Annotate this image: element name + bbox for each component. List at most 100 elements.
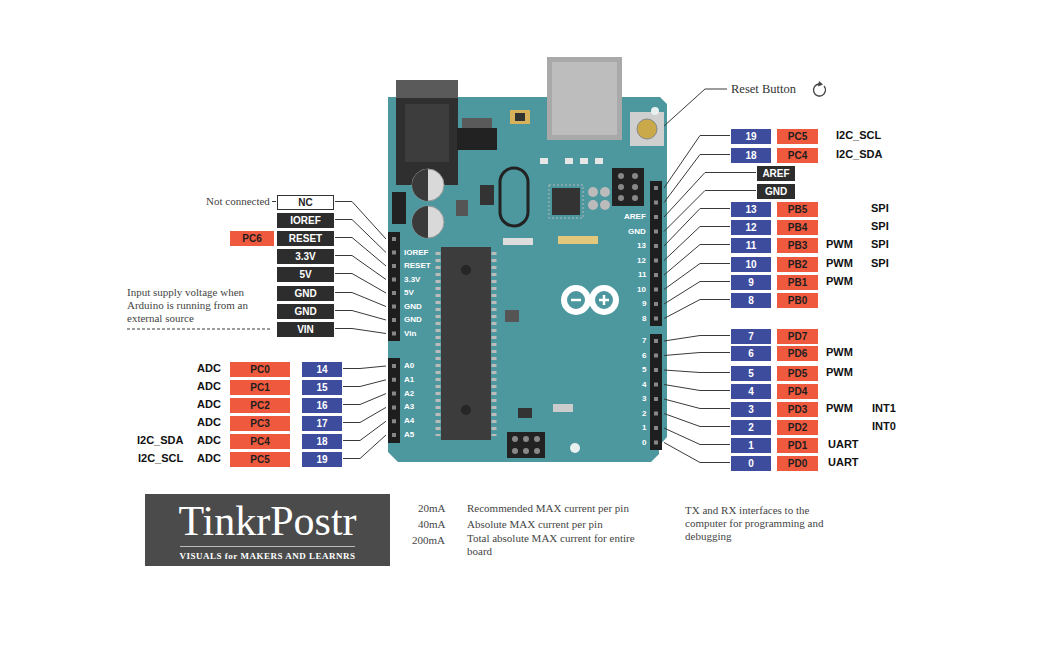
box-text: 3.3V xyxy=(295,250,316,263)
note-text: Total absolute MAX current for entire bo… xyxy=(467,532,657,558)
box-text: 15 xyxy=(316,381,327,394)
power-pin-box: GND xyxy=(277,286,334,301)
power-pin-box: VIN xyxy=(277,322,334,337)
callout-label: Reset Button xyxy=(731,82,796,97)
signal-name: I2C_SCL xyxy=(138,452,183,465)
box-text: PB3 xyxy=(788,239,807,252)
note-text: 20mA xyxy=(418,502,446,515)
note-text: Input supply voltage when Arduino is run… xyxy=(127,286,259,325)
box-text: 11 xyxy=(746,239,757,252)
logo-box: TinkrPostrVISUALS for MAKERS AND LEARNRS xyxy=(145,494,390,566)
power-pin-box: RESET xyxy=(277,231,334,246)
signal-name: SPI xyxy=(871,202,889,215)
pin-number-box: 3 xyxy=(731,402,771,417)
box-text: PD6 xyxy=(788,347,807,360)
box-text: 1 xyxy=(748,439,754,452)
box-text: 10 xyxy=(745,258,756,271)
box-text: PD1 xyxy=(788,439,807,452)
power-pin-box: AREF xyxy=(757,166,795,181)
pin-number-box: 10 xyxy=(731,257,771,272)
note-text: Not connected xyxy=(206,195,270,208)
port-pin-box: PD1 xyxy=(777,438,818,453)
signal-name: I2C_SCL xyxy=(836,129,881,142)
box-text: PB0 xyxy=(788,294,807,307)
note-text: TX and RX interfaces to the computer for… xyxy=(685,504,835,543)
silkscreen-label: 3 xyxy=(642,394,646,404)
pin-number-box: 4 xyxy=(731,384,771,399)
box-text: 19 xyxy=(316,453,327,466)
pin-number-box: 7 xyxy=(731,329,771,344)
signal-name: UART xyxy=(828,456,859,469)
box-text: 3 xyxy=(748,403,754,416)
silkscreen-label: 7 xyxy=(642,336,646,346)
pin-number-box: 5 xyxy=(731,366,771,381)
box-text: PD3 xyxy=(788,403,807,416)
box-text: PB2 xyxy=(788,258,807,271)
port-pin-box: PD3 xyxy=(777,402,818,417)
note-text: Absolute MAX current per pin xyxy=(467,518,603,531)
port-pin-box: PC4 xyxy=(230,434,290,449)
box-text: IOREF xyxy=(290,214,321,227)
silkscreen-label: 3.3V xyxy=(404,275,420,285)
silkscreen-label: A4 xyxy=(404,416,414,426)
silkscreen-label: A0 xyxy=(404,361,414,371)
signal-name: PWM xyxy=(826,402,853,415)
pin-number-box: 16 xyxy=(302,398,342,413)
box-text: 18 xyxy=(745,149,756,162)
silkscreen-label: 10 xyxy=(637,285,646,295)
note-text: Recommended MAX current per pin xyxy=(467,502,629,515)
port-pin-box: PC0 xyxy=(230,362,290,377)
pin-number-box: 11 xyxy=(731,238,771,253)
signal-name: ADC xyxy=(197,416,221,429)
box-text: 14 xyxy=(316,363,327,376)
port-pin-box: PB5 xyxy=(777,202,818,217)
box-text: PC1 xyxy=(250,381,269,394)
power-pin-box: GND xyxy=(277,304,334,319)
pin-number-box: 0 xyxy=(731,456,771,471)
silkscreen-label: 8 xyxy=(642,314,646,324)
box-text: GND xyxy=(294,305,316,318)
box-text: GND xyxy=(294,287,316,300)
pin-number-box: 13 xyxy=(731,202,771,217)
silkscreen-label: IOREF xyxy=(404,248,428,258)
silkscreen-label: 0 xyxy=(642,438,646,448)
silkscreen-label: 13 xyxy=(637,241,646,251)
silkscreen-label: GND xyxy=(628,227,646,237)
port-pin-box: PD4 xyxy=(777,384,818,399)
box-text: 16 xyxy=(316,399,327,412)
signal-name: INT0 xyxy=(872,420,896,433)
signal-name: PWM xyxy=(826,257,853,270)
signal-name: I2C_SDA xyxy=(836,148,882,161)
signal-name: PWM xyxy=(826,366,853,379)
signal-name: I2C_SDA xyxy=(137,434,183,447)
port-pin-box: PC3 xyxy=(230,416,290,431)
box-text: 9 xyxy=(748,276,754,289)
signal-name: ADC xyxy=(197,434,221,447)
silkscreen-label: A1 xyxy=(404,375,414,385)
silkscreen-label: GND xyxy=(404,315,422,325)
pin-number-box: 18 xyxy=(731,148,771,163)
box-text: TinkrPostr xyxy=(178,498,356,544)
port-pin-box: PB0 xyxy=(777,293,818,308)
pin-number-box: 2 xyxy=(731,420,771,435)
port-pin-box: PB2 xyxy=(777,257,818,272)
box-text: PC4 xyxy=(250,435,269,448)
signal-name: PWM xyxy=(826,238,853,251)
silkscreen-label: AREF xyxy=(624,212,646,222)
box-text: 6 xyxy=(748,347,754,360)
pin-number-box: 9 xyxy=(731,275,771,290)
pin-number-box: 8 xyxy=(731,293,771,308)
pin-number-box: 14 xyxy=(302,362,342,377)
box-text: 12 xyxy=(745,221,756,234)
signal-name: UART xyxy=(828,438,859,451)
box-text: PD5 xyxy=(788,367,807,380)
port-pin-box: PC4 xyxy=(777,148,818,163)
signal-name: ADC xyxy=(197,380,221,393)
port-pin-box: PD0 xyxy=(777,456,818,471)
pin-box: NC xyxy=(277,195,334,210)
silkscreen-label: 9 xyxy=(642,299,646,309)
port-pin-box: PC5 xyxy=(230,452,290,467)
silkscreen-label: RESET xyxy=(404,261,431,271)
silkscreen-label: 12 xyxy=(637,256,646,266)
box-text: 17 xyxy=(316,417,327,430)
